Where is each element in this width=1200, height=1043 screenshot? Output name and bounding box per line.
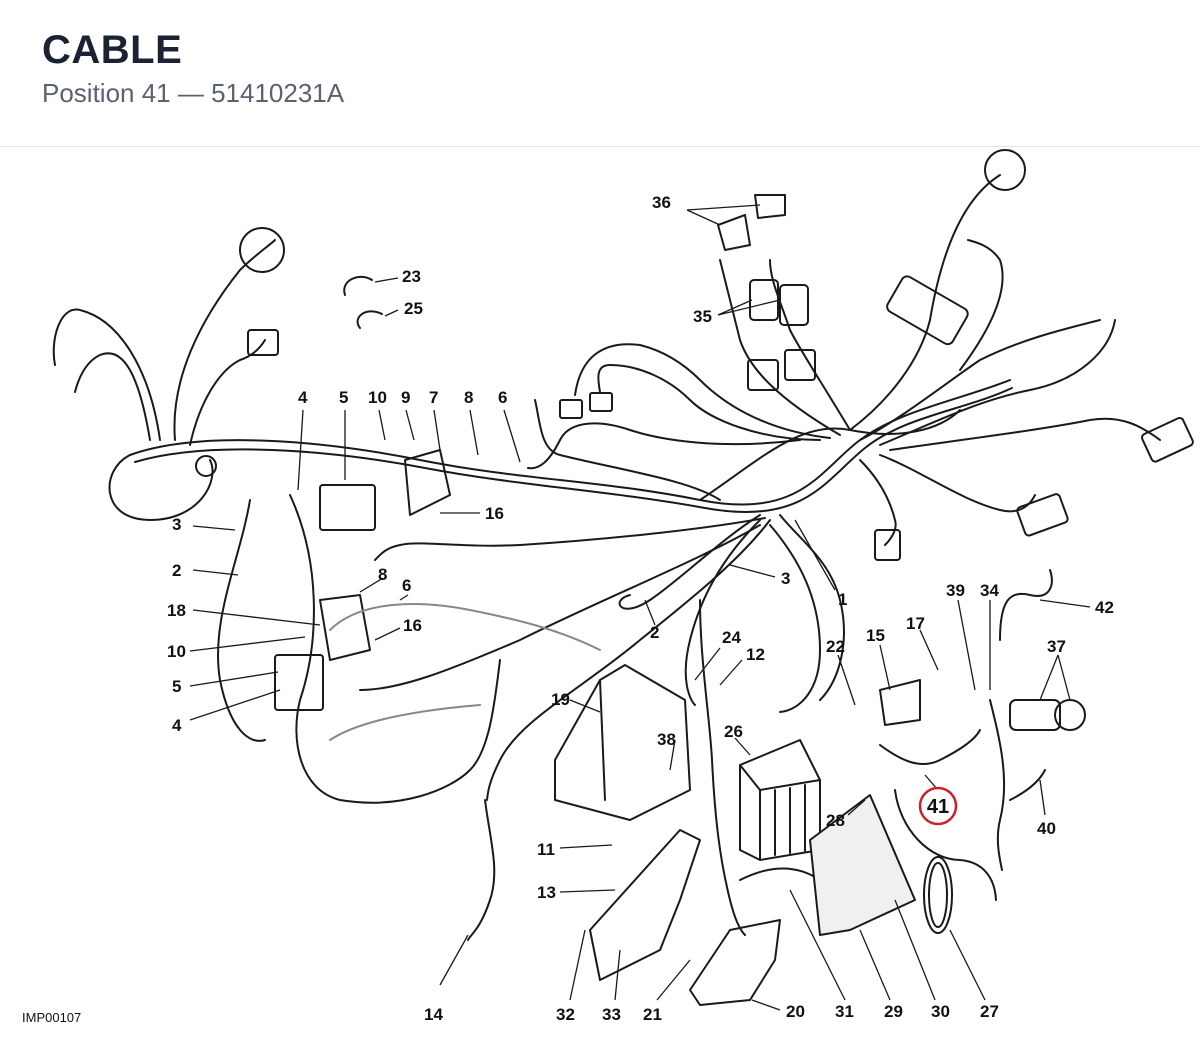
callout-label: 6 — [402, 576, 411, 595]
callout-label: 37 — [1047, 637, 1066, 656]
callout-label: 35 — [693, 307, 712, 326]
callout-label: 16 — [403, 616, 422, 635]
callout-label: 38 — [657, 730, 676, 749]
callout-label: 11 — [537, 840, 555, 859]
callout-label: 3 — [781, 569, 790, 588]
part-subtitle: Position 41 — 51410231A — [42, 78, 345, 108]
callout-label: 10 — [167, 642, 186, 661]
callout-label: 26 — [724, 722, 743, 741]
callout-label: 3 — [172, 515, 181, 534]
highlight-label: 41 — [927, 796, 949, 818]
callout-label: 42 — [1095, 598, 1114, 617]
callout-label: 23 — [402, 267, 421, 286]
callout-label: 9 — [401, 388, 410, 407]
highlight-ring — [918, 786, 958, 826]
callout-label: 39 — [946, 581, 965, 600]
callout-label: 14 — [424, 1005, 443, 1024]
callout-label: 32 — [556, 1005, 575, 1024]
callout-label: 2 — [172, 561, 181, 580]
callout-label: 20 — [786, 1002, 805, 1021]
callout-label: 19 — [551, 690, 570, 709]
callout-label: 6 — [498, 388, 507, 407]
callout-label: 7 — [429, 388, 438, 407]
callout-label: 10 — [368, 388, 387, 407]
callout-label: 5 — [339, 388, 348, 407]
callout-label: 33 — [602, 1005, 621, 1024]
callout-label: 16 — [485, 504, 504, 523]
callout-label: 40 — [1037, 819, 1056, 838]
callout-label: 25 — [404, 299, 423, 318]
callout-label: 12 — [746, 645, 765, 664]
page-title: CABLE — [42, 28, 183, 72]
callout-labels: 36 23 25 35 4 5 10 9 7 8 6 16 3 2 8 6 18… — [167, 193, 1114, 1024]
leader-lines — [189, 204, 1091, 1011]
callout-label: 36 — [652, 193, 671, 212]
callout-label: 2 — [650, 623, 659, 642]
callout-label: 22 — [826, 637, 845, 656]
callout-label: 31 — [835, 1002, 854, 1021]
callout-label: 4 — [172, 716, 182, 735]
callout-label: 24 — [722, 628, 741, 647]
page-header: CABLE Position 41 — 51410231A — [0, 0, 1200, 147]
callout-label: 27 — [980, 1002, 999, 1021]
diagram-code: IMP00107 — [22, 1010, 82, 1025]
callout-label: 21 — [643, 1005, 662, 1024]
callout-label: 18 — [167, 601, 186, 620]
callout-label: 8 — [378, 565, 387, 584]
wiring-harness — [52, 149, 1194, 1006]
callout-label: 30 — [931, 1002, 950, 1021]
callout-label: 13 — [537, 883, 556, 902]
callout-label: 4 — [298, 388, 308, 407]
callout-label: 5 — [172, 677, 181, 696]
callout-label: 1 — [838, 590, 847, 609]
callout-label: 29 — [884, 1002, 903, 1021]
callout-label: 8 — [464, 388, 473, 407]
highlight-callout-41[interactable]: 41 — [918, 786, 958, 826]
callout-label: 34 — [980, 581, 999, 600]
callout-label: 15 — [866, 626, 885, 645]
callout-label: 28 — [826, 811, 845, 830]
callout-label: 17 — [906, 614, 925, 633]
